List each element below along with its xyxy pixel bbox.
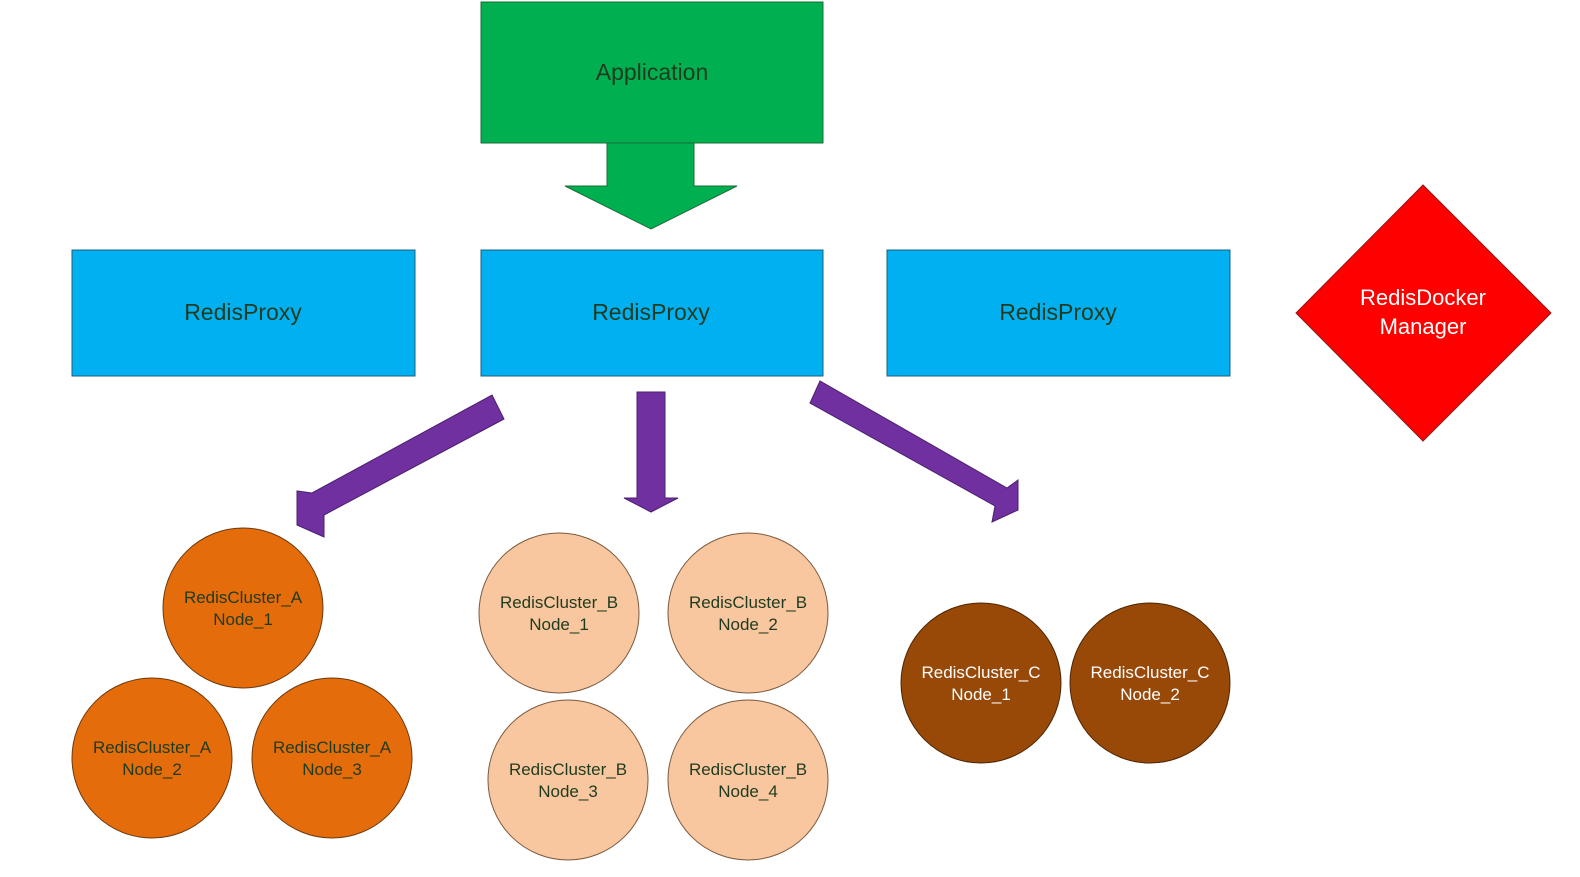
redis-docker-manager-label-line2: Manager: [1380, 314, 1467, 339]
cluster-a-node-2-line2: Node_2: [122, 760, 182, 779]
cluster-a-node-3-line1: RedisCluster_A: [273, 738, 392, 757]
cluster-c-node-1-line2: Node_1: [951, 685, 1011, 704]
redis-proxy-right: RedisProxy: [886, 249, 1231, 377]
cluster-b-node-4: RedisCluster_B Node_4: [667, 699, 829, 861]
cluster-b-node-2-shape: [667, 532, 829, 694]
cluster-a-node-1-line1: RedisCluster_A: [184, 588, 303, 607]
proxy-to-cluster-b-arrow: [623, 391, 679, 513]
redis-docker-manager-label-line1: RedisDocker: [1360, 285, 1486, 310]
redis-proxy-right-shape: [886, 249, 1231, 377]
application-box: Application: [480, 1, 824, 144]
cluster-b-node-1-line2: Node_1: [529, 615, 589, 634]
cluster-c-node-2: RedisCluster_C Node_2: [1069, 602, 1231, 764]
proxy-to-cluster-a-arrow: [296, 394, 505, 538]
redis-proxy-center-shape: [480, 249, 824, 377]
cluster-b-node-2-line1: RedisCluster_B: [689, 593, 807, 612]
cluster-c-node-1: RedisCluster_C Node_1: [900, 602, 1062, 764]
cluster-b-node-1: RedisCluster_B Node_1: [478, 532, 640, 694]
cluster-b-node-4-line2: Node_4: [718, 782, 778, 801]
redis-proxy-left-shape: [71, 249, 416, 377]
redis-proxy-right-label: RedisProxy: [999, 299, 1117, 325]
cluster-a-node-2: RedisCluster_A Node_2: [71, 677, 233, 839]
cluster-b-node-1-line1: RedisCluster_B: [500, 593, 618, 612]
application-label: Application: [596, 59, 709, 85]
cluster-b-node-3-line2: Node_3: [538, 782, 598, 801]
cluster-c-node-2-line2: Node_2: [1120, 685, 1180, 704]
cluster-b-node-2: RedisCluster_B Node_2: [667, 532, 829, 694]
cluster-a-node-1: RedisCluster_A Node_1: [162, 527, 324, 689]
application-to-proxy-arrow: [564, 142, 738, 230]
cluster-a-node-1-line2: Node_1: [213, 610, 273, 629]
cluster-b-node-1-shape: [478, 532, 640, 694]
redis-proxy-center: RedisProxy: [480, 249, 824, 377]
cluster-b-node-4-line1: RedisCluster_B: [689, 760, 807, 779]
cluster-a-node-1-shape: [162, 527, 324, 689]
cluster-b-node-3: RedisCluster_B Node_3: [487, 699, 649, 861]
cluster-a-node-2-line1: RedisCluster_A: [93, 738, 212, 757]
redis-docker-manager-shape: [1295, 184, 1552, 442]
redis-proxy-left: RedisProxy: [71, 249, 416, 377]
cluster-b-node-3-shape: [487, 699, 649, 861]
cluster-b-node-2-line2: Node_2: [718, 615, 778, 634]
cluster-c-node-2-shape: [1069, 602, 1231, 764]
cluster-b-node-4-shape: [667, 699, 829, 861]
cluster-a-node-3-line2: Node_3: [302, 760, 362, 779]
redis-docker-manager: RedisDocker Manager: [1295, 184, 1552, 442]
cluster-a-node-2-shape: [71, 677, 233, 839]
cluster-b-node-3-line1: RedisCluster_B: [509, 760, 627, 779]
cluster-c-node-1-shape: [900, 602, 1062, 764]
cluster-a-node-3: RedisCluster_A Node_3: [251, 677, 413, 839]
proxy-to-cluster-c-arrow: [809, 380, 1019, 523]
redis-proxy-left-label: RedisProxy: [184, 299, 302, 325]
cluster-a-node-3-shape: [251, 677, 413, 839]
application-shape: [480, 1, 824, 144]
redis-proxy-center-label: RedisProxy: [592, 299, 710, 325]
cluster-c-node-2-line1: RedisCluster_C: [1090, 663, 1209, 682]
cluster-c-node-1-line1: RedisCluster_C: [921, 663, 1040, 682]
